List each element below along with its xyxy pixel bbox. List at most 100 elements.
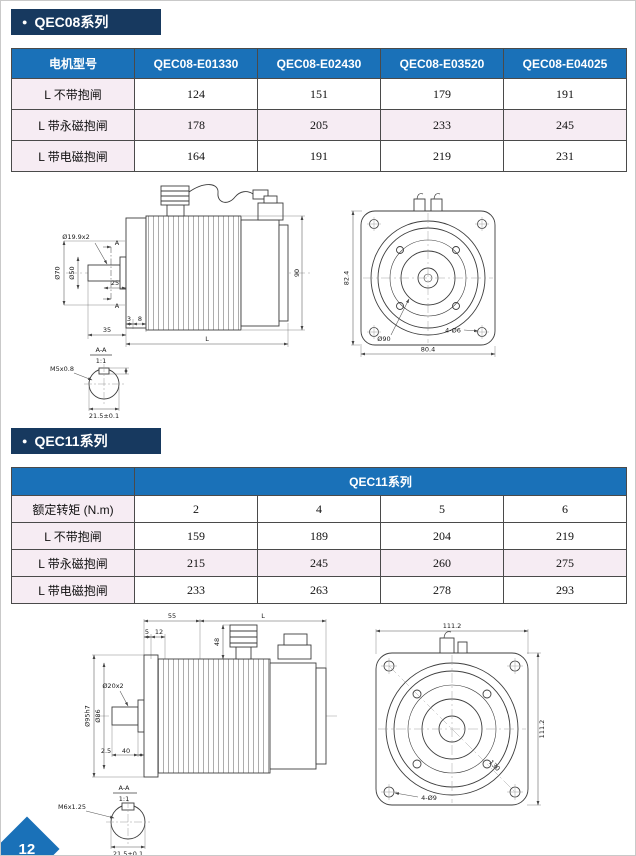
section-scale-label: 1:1: [96, 357, 106, 365]
dim-label: Ø19.9x2: [62, 233, 90, 241]
qec11-side-dim-labels: 55 L 5 12 48 Ø20x2 Ø95h7 Ø86 2.5 40: [84, 612, 266, 755]
table-row: L 带永磁抱闸 215 245 260 275: [11, 549, 627, 577]
dim-label: Ø70: [54, 266, 62, 279]
section-title-qec11: QEC11系列: [34, 433, 108, 449]
dim-label: L: [261, 612, 265, 620]
qec08-outline-drawing: Ø19.9x2 Ø70 Ø50 A A 25 35 3 8 L 90: [50, 184, 496, 420]
qec11-side-dimensions: [92, 619, 327, 778]
table-row: L 带电磁抱闸 164 191 219 231: [11, 140, 627, 172]
page-number: 12: [18, 840, 36, 856]
row-label: L 带永磁抱闸: [11, 109, 135, 141]
dim-label: Ø20x2: [102, 682, 123, 690]
value-cell: 179: [380, 78, 504, 110]
value-cell: 189: [257, 522, 381, 550]
table-row: 额定转矩 (N.m) 2 4 5 6: [11, 495, 627, 523]
col-header: QEC08-E04025: [503, 48, 627, 79]
row-label-torque: 额定转矩 (N.m): [11, 495, 135, 523]
qec11-front-view: [375, 631, 529, 806]
value-cell: 178: [134, 109, 258, 141]
dim-label: Ø90: [377, 335, 390, 343]
section-header-qec08: ● QEC08系列: [11, 9, 161, 35]
value-cell: 191: [257, 140, 381, 172]
row-label: L 带电磁抱闸: [11, 576, 135, 604]
dim-label: M6x1.25: [58, 803, 86, 811]
dim-label: 80.4: [421, 346, 435, 354]
value-cell: 231: [503, 140, 627, 172]
qec11-section-dimensions: [85, 810, 146, 849]
section-name-label: A-A: [119, 784, 131, 792]
table-row: L 不带抱闸 124 151 179 191: [11, 78, 627, 110]
value-cell: 219: [503, 522, 627, 550]
row-label: L 不带抱闸: [11, 78, 135, 110]
dim-label: 12: [155, 628, 163, 636]
bullet-icon: ●: [22, 436, 28, 446]
dim-label: 90: [293, 269, 301, 277]
qec11-section-view: [106, 792, 150, 844]
row-label: L 不带抱闸: [11, 522, 135, 550]
dim-label: 4-Ø9: [421, 794, 437, 802]
qec08-side-dim-labels: Ø19.9x2 Ø70 Ø50 A A 25 35 3 8 L 90: [54, 233, 302, 343]
qec11-section-labels: A-A 1:1 M6x1.25 21.5±0.1: [58, 784, 143, 856]
dim-label: A: [115, 302, 120, 310]
value-cell: 159: [134, 522, 258, 550]
qec08-spec-table: 电机型号 QEC08-E01330 QEC08-E02430 QEC08-E03…: [11, 48, 627, 172]
table-header-row: QEC11系列: [11, 467, 627, 496]
col-header-model: 电机型号: [11, 48, 135, 79]
qec11-outline-drawing: 55 L 5 12 48 Ø20x2 Ø95h7 Ø86 2.5 40 A-A: [58, 612, 546, 856]
dim-label: 2.5: [101, 747, 111, 755]
qec08-side-view: [66, 184, 312, 331]
dim-label: Ø95h7: [84, 705, 92, 727]
value-cell: 293: [503, 576, 627, 604]
qec08-section-dimensions: [73, 367, 129, 411]
value-cell: 215: [134, 549, 258, 577]
dim-label: M5x0.8: [50, 365, 74, 373]
section-title-qec08: QEC08系列: [34, 14, 109, 30]
row-label: L 带永磁抱闸: [11, 549, 135, 577]
table-row: L 带电磁抱闸 233 263 278 293: [11, 576, 627, 604]
qec08-front-view: [360, 193, 496, 346]
section-header-qec11: ● QEC11系列: [11, 428, 161, 454]
value-cell: 6: [503, 495, 627, 523]
qec11-front-dimensions: [375, 629, 541, 806]
value-cell: 204: [380, 522, 504, 550]
value-cell: 233: [380, 109, 504, 141]
value-cell: 2: [134, 495, 258, 523]
value-cell: 191: [503, 78, 627, 110]
qec08-front-dimensions: [351, 210, 496, 357]
dim-label: 55: [168, 612, 176, 620]
dim-label: 21.5±0.1: [113, 850, 143, 856]
value-cell: 219: [380, 140, 504, 172]
qec11-spec-table: QEC11系列 额定转矩 (N.m) 2 4 5 6 L 不带抱闸 159 18…: [11, 467, 627, 604]
dim-label: 40: [122, 747, 130, 755]
col-header: QEC08-E02430: [257, 48, 381, 79]
value-cell: 4: [257, 495, 381, 523]
row-label: L 带电磁抱闸: [11, 140, 135, 172]
col-header: QEC08-E03520: [380, 48, 504, 79]
header-spacer-cell: [11, 467, 135, 496]
value-cell: 263: [257, 576, 381, 604]
dim-label: Ø50: [68, 266, 76, 279]
table-header-row: 电机型号 QEC08-E01330 QEC08-E02430 QEC08-E03…: [11, 48, 627, 79]
dim-label: 5: [145, 628, 149, 636]
dim-label: 25: [111, 279, 119, 287]
value-cell: 164: [134, 140, 258, 172]
dim-label: 82.4: [343, 271, 351, 285]
bullet-icon: ●: [22, 17, 28, 27]
dim-label: Ø86: [94, 709, 102, 722]
dim-label: 111.2: [443, 622, 462, 630]
dim-label: 3: [127, 315, 131, 323]
value-cell: 245: [503, 109, 627, 141]
section-name-label: A-A: [96, 346, 108, 354]
dim-label: L: [205, 335, 209, 343]
value-cell: 151: [257, 78, 381, 110]
table-row: L 带永磁抱闸 178 205 233 245: [11, 109, 627, 141]
value-cell: 205: [257, 109, 381, 141]
col-header: QEC08-E01330: [134, 48, 258, 79]
dim-label: 4-Ø6: [445, 327, 461, 335]
qec11-side-view: [98, 624, 338, 778]
value-cell: 278: [380, 576, 504, 604]
dim-label: A: [115, 239, 120, 247]
value-cell: 233: [134, 576, 258, 604]
dim-label: 8: [138, 315, 142, 323]
